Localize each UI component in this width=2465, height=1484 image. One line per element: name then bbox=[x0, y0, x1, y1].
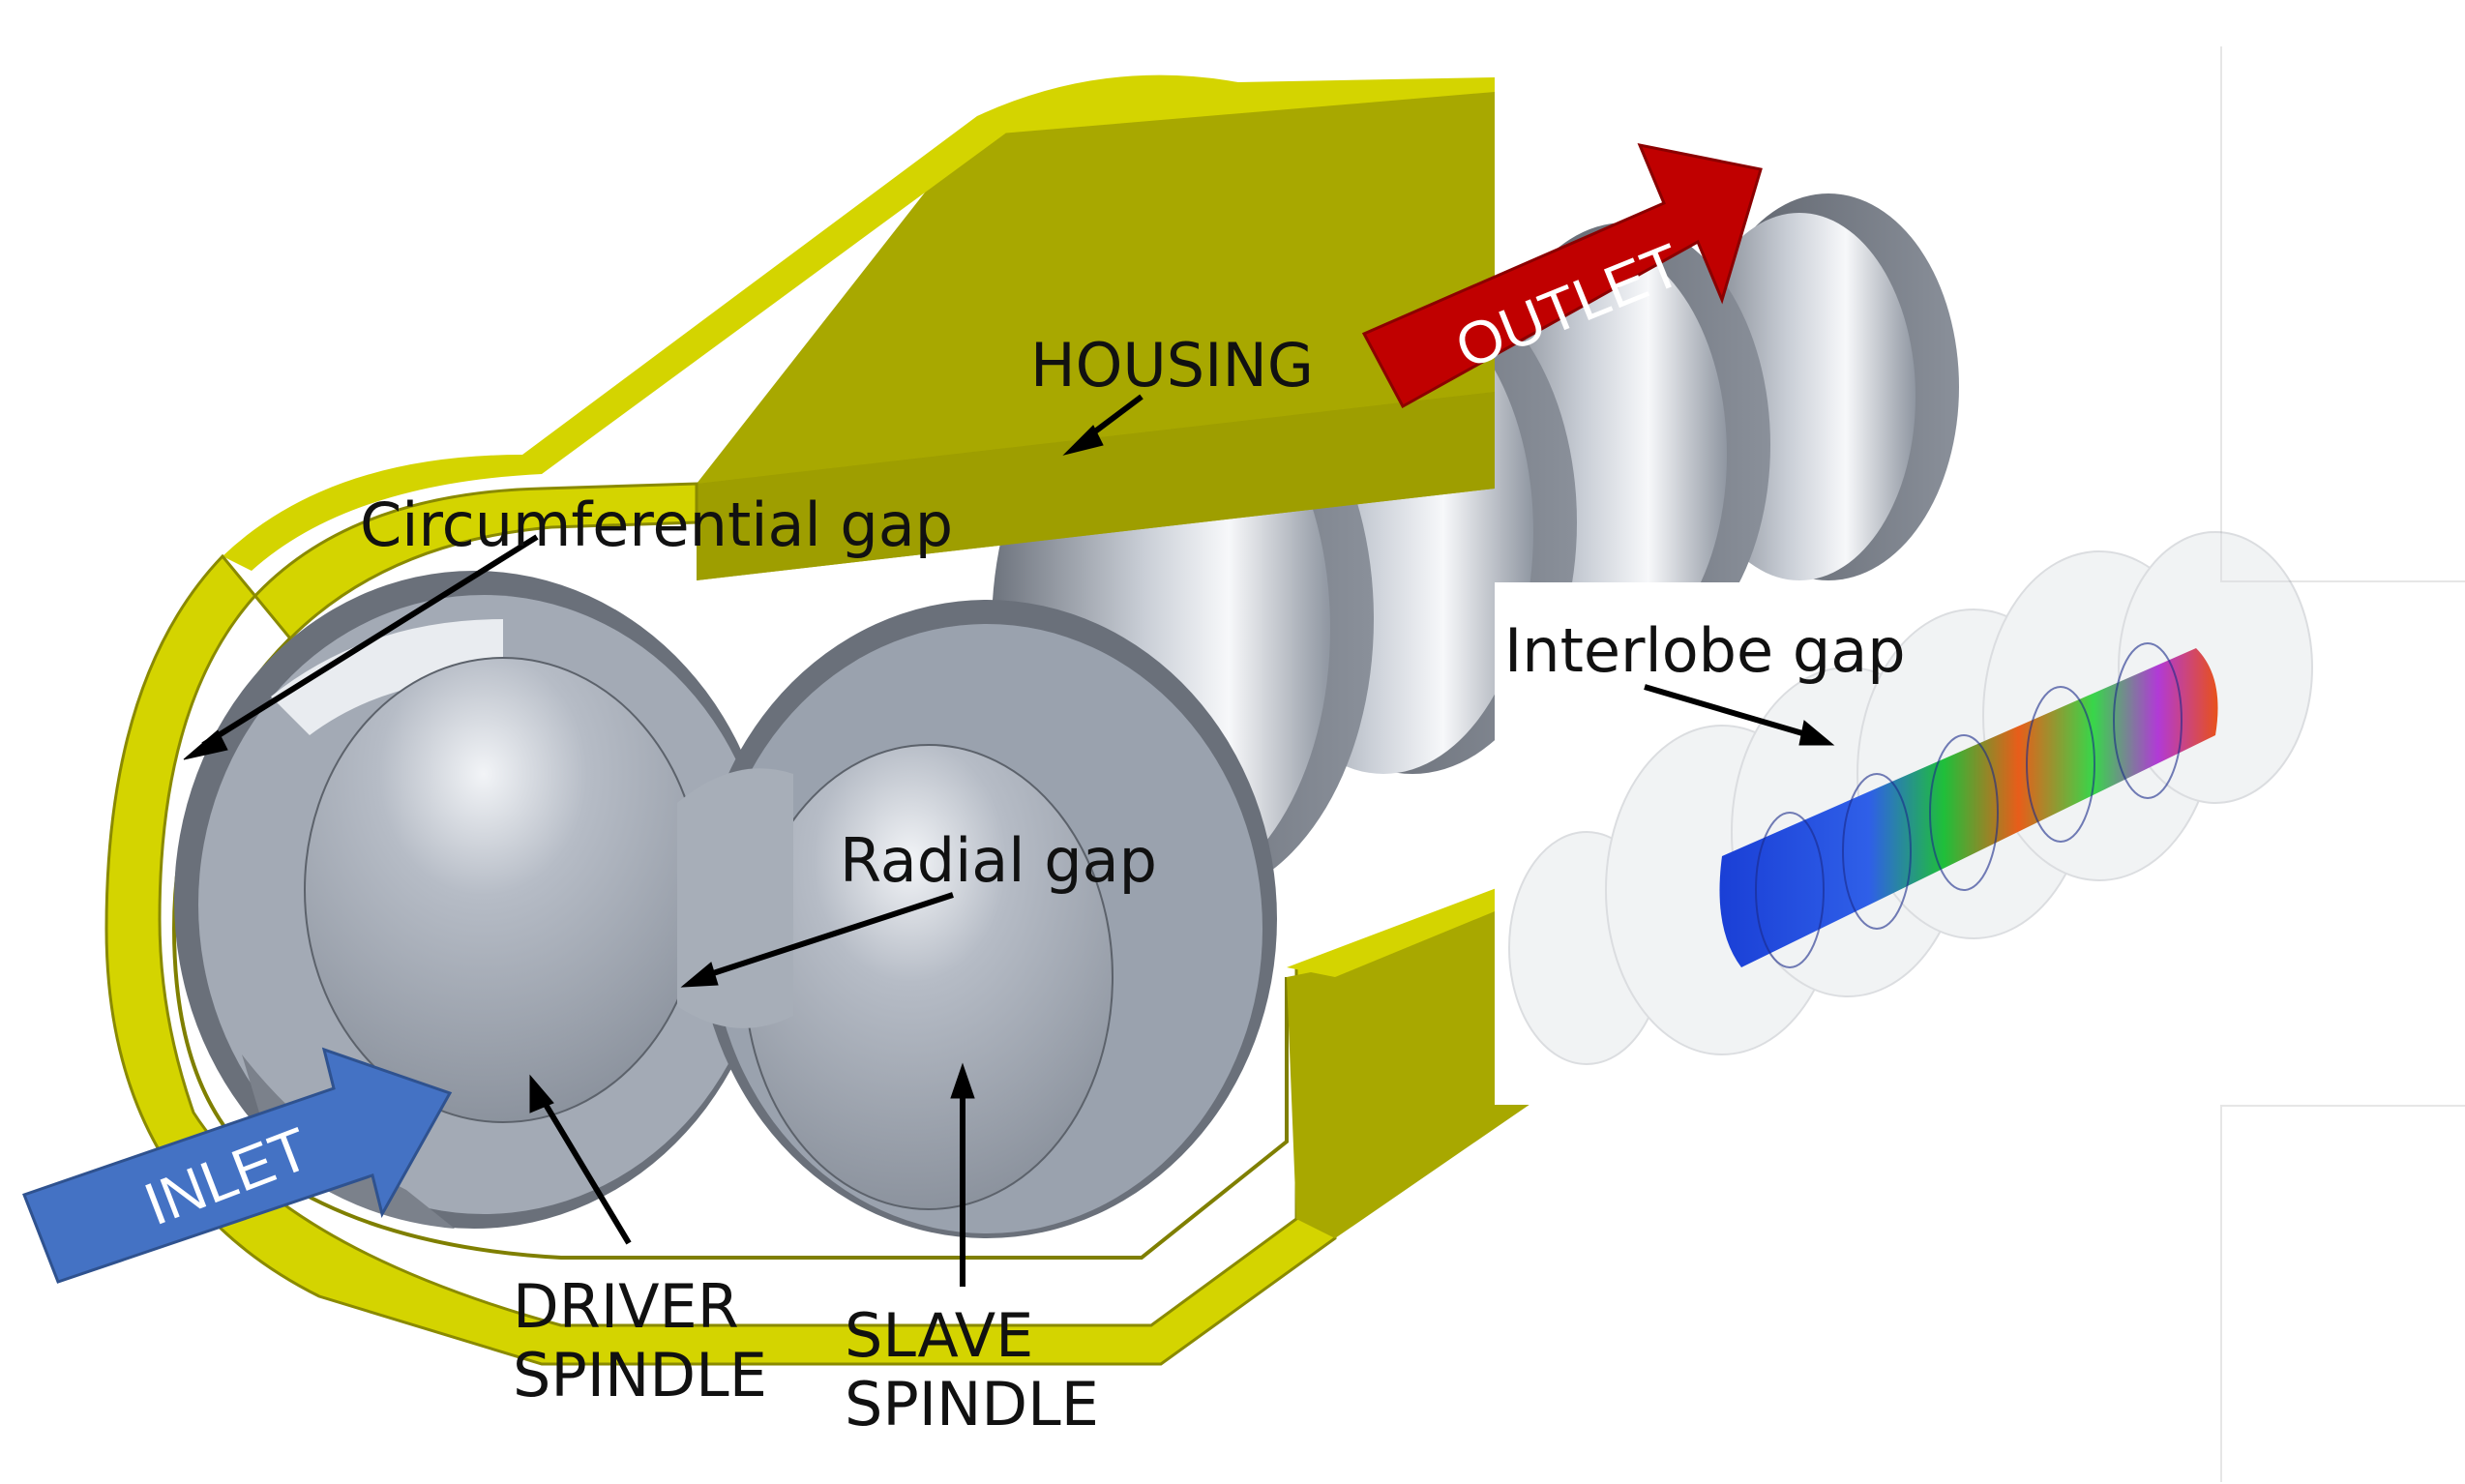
circumferential-gap-label: Circumferential gap bbox=[360, 490, 954, 560]
frame-line-horizontal-top bbox=[2220, 580, 2465, 582]
frame-line-vertical-bottom bbox=[2220, 1105, 2222, 1482]
outlet-arrow bbox=[1361, 142, 1763, 409]
slave-spindle-label: SLAVE SPINDLE bbox=[845, 1304, 1099, 1436]
housing-label: HOUSING bbox=[1030, 330, 1314, 401]
slave-spindle-label-line1: SLAVE bbox=[845, 1300, 1034, 1371]
driver-spindle-label: DRIVER SPINDLE bbox=[513, 1275, 767, 1407]
inlet-arrow bbox=[22, 1047, 453, 1284]
interlobe-gap-label: Interlobe gap bbox=[1504, 615, 1906, 686]
slave-spindle-label-line2: SPINDLE bbox=[845, 1369, 1099, 1440]
driver-spindle-label-line2: SPINDLE bbox=[513, 1340, 767, 1411]
radial-gap-label: Radial gap bbox=[840, 825, 1157, 896]
frame-line-horizontal-bottom bbox=[2220, 1105, 2465, 1107]
slave-spindle bbox=[677, 600, 1277, 1238]
driver-spindle-label-line1: DRIVER bbox=[513, 1271, 739, 1342]
pointer-arrows bbox=[183, 394, 1835, 1287]
frame-line-vertical-top bbox=[2220, 46, 2222, 580]
interlobe-inset bbox=[1495, 531, 2313, 1105]
